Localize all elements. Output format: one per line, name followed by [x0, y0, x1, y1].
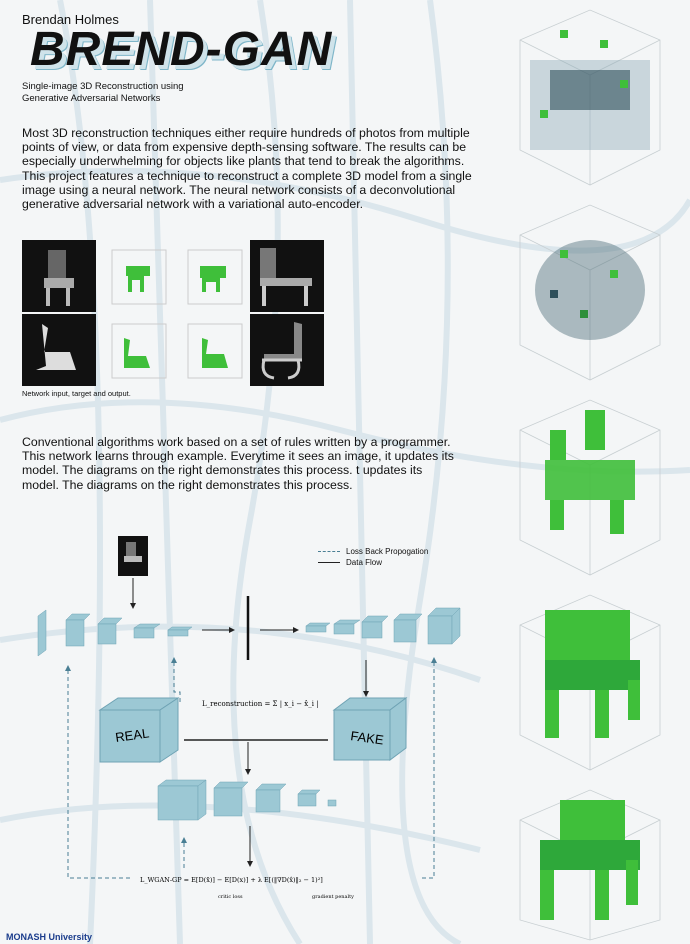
voxel-cube-epoch-5: [540, 800, 640, 920]
poster-subtitle: Single-image 3D Reconstruction using Gen…: [22, 81, 184, 104]
solid-line-swatch: [318, 562, 340, 563]
dashed-line-swatch: [318, 551, 340, 552]
diagram-legend: Loss Back Propogation Data Flow: [318, 547, 428, 569]
voxel-output-2: [187, 323, 243, 379]
legend-loss-label: Loss Back Propogation: [346, 547, 429, 556]
voxel-target-2: [111, 323, 167, 379]
footer-logo-text: MONASH University: [6, 932, 93, 942]
chair-input-image-3: [22, 314, 96, 386]
voxel-output-1: [187, 249, 243, 305]
training-progress-voxel-column: [519, 9, 661, 941]
chair-input-image-1: [22, 240, 96, 312]
voxel-cube-epoch-4: [545, 610, 640, 738]
voxel-cube-epoch-2: [535, 240, 645, 340]
voxel-target-1: [111, 249, 167, 305]
chair-input-image-2: [250, 240, 324, 312]
learning-paragraph: Conventional algorithms work based on a …: [22, 435, 454, 492]
reconstruction-loss-formula: L_reconstruction = Σ | x_i − x̂_i |: [202, 699, 319, 708]
critic-loss-label: critic loss: [218, 894, 243, 900]
figure-caption: Network input, target and output.: [22, 389, 131, 398]
poster-title: BREND-GAN: [30, 23, 333, 76]
network-examples-figure: [22, 240, 324, 386]
author-name: Brendan Holmes: [22, 12, 119, 27]
real-label: REAL: [114, 725, 150, 745]
fake-label: FAKE: [350, 728, 385, 748]
gradient-penalty-label: gradient penalty: [312, 894, 354, 900]
wgan-loss-formula: L_WGAN-GP = E[D(x̃)] − E[D(x)] + λ E[(‖∇…: [140, 875, 323, 884]
intro-paragraph: Most 3D reconstruction techniques either…: [22, 126, 472, 212]
legend-flow-label: Data Flow: [346, 558, 383, 567]
voxel-cube-epoch-3: [545, 410, 635, 534]
voxel-cube-epoch-1: [530, 30, 650, 150]
chair-input-image-4: [250, 314, 324, 386]
gan-architecture-diagram: REAL FAKE L_reconstruction = Σ | x_i − x…: [37, 536, 461, 900]
